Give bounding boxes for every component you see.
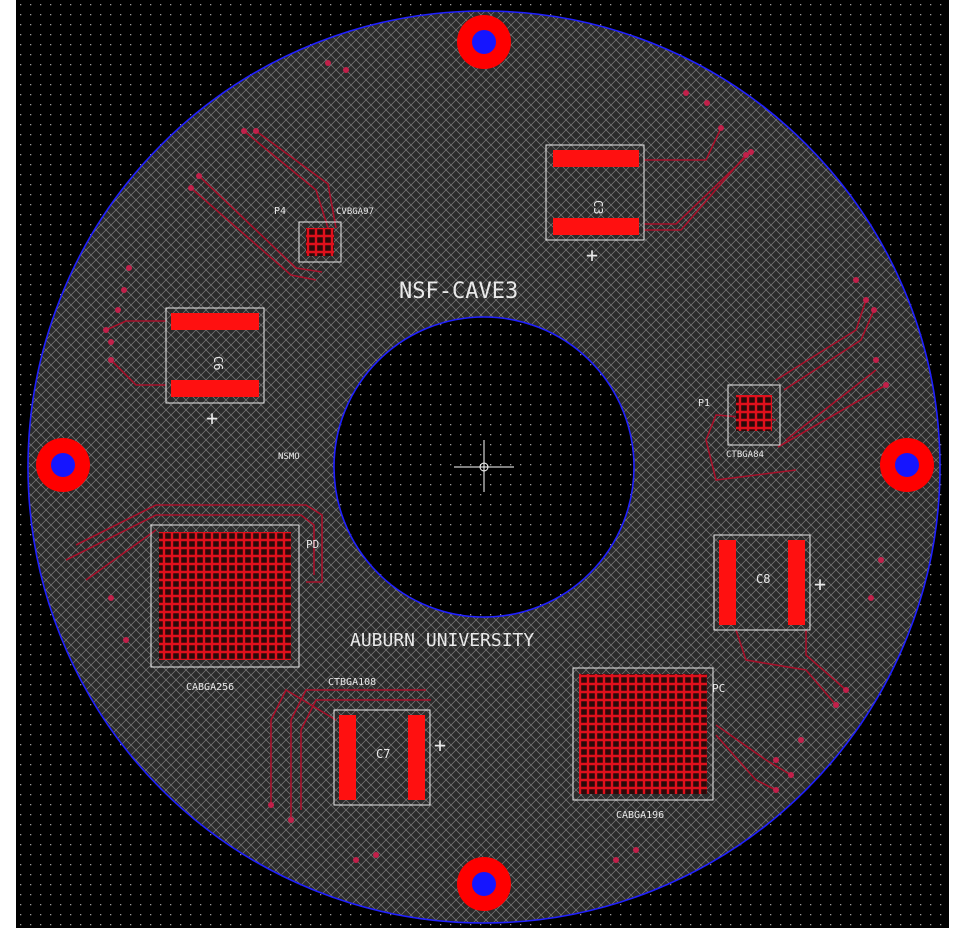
component-pd[interactable]: PD CABGA256: [150, 524, 319, 693]
c8-ref-label: C8: [756, 572, 770, 586]
mounting-hole-left[interactable]: [36, 438, 90, 492]
board-outer-outline: [27, 10, 941, 924]
nsmo-mark: NSMO: [278, 452, 300, 462]
mounting-hole-bottom[interactable]: [457, 857, 511, 911]
university-text: AUBURN UNIVERSITY: [350, 630, 534, 651]
pcb-layout-canvas[interactable]: C3 + C6 + C8 + C7 + CTBGA108 P4 CVBGA97 …: [16, 0, 949, 928]
p1-ref-label: P1: [698, 398, 710, 409]
pcb-board-svg[interactable]: C3 + C6 + C8 + C7 + CTBGA108 P4 CVBGA97 …: [16, 0, 949, 928]
c7-plus-label: +: [434, 733, 446, 757]
board-inner-outline: [333, 316, 635, 618]
c6-plus-label: +: [206, 406, 218, 430]
p4-ref-label: P4: [274, 206, 286, 217]
component-c6[interactable]: C6 +: [165, 307, 265, 430]
c3-ref-label: C3: [591, 200, 605, 214]
c6-ref-label: C6: [211, 356, 225, 370]
component-c8[interactable]: C8 +: [713, 534, 826, 631]
component-p4[interactable]: P4 CVBGA97: [274, 206, 374, 263]
pc-ref-label: PC: [712, 682, 725, 695]
c3-plus-label: +: [586, 243, 598, 267]
p1-package-label: CTBGA84: [726, 450, 764, 460]
board-title-text: NSF-CAVE3: [399, 279, 518, 304]
pd-ref-label: PD: [306, 538, 319, 551]
mounting-hole-right[interactable]: [880, 438, 934, 492]
component-pc[interactable]: PC CABGA196: [572, 667, 725, 821]
c7-package-label: CTBGA108: [328, 677, 376, 688]
component-p1[interactable]: P1 CTBGA84: [698, 384, 781, 460]
component-c7[interactable]: C7 + CTBGA108: [328, 677, 446, 806]
c8-plus-label: +: [814, 572, 826, 596]
mounting-hole-top[interactable]: [457, 15, 511, 69]
c7-ref-label: C7: [376, 747, 390, 761]
origin-crosshair: [454, 440, 514, 492]
traces: [65, 127, 887, 820]
p4-package-label: CVBGA97: [336, 207, 374, 217]
vias: [103, 60, 889, 863]
pd-package-label: CABGA256: [186, 682, 234, 693]
pc-package-label: CABGA196: [616, 810, 664, 821]
component-c3[interactable]: C3 +: [545, 144, 645, 267]
